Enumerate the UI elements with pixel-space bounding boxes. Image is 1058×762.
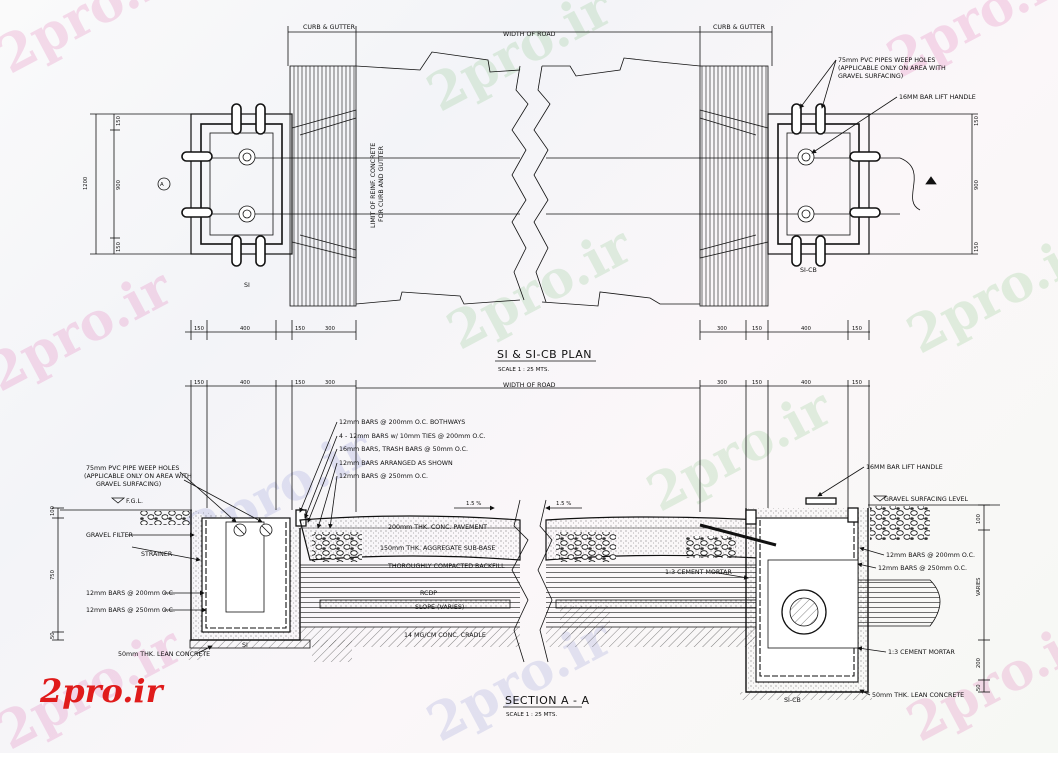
sec-dim-r-150a: 150: [752, 380, 762, 386]
sec-note-weep-2: (APPLICABLE ONLY ON AREA WITH: [84, 473, 192, 480]
sec-note-weep-3: GRAVEL SURFACING): [96, 481, 161, 488]
plan-dim-r300: 300: [717, 326, 727, 332]
sec-dim-right-200: 200: [976, 658, 982, 668]
sec-dim-left-750: 750: [50, 570, 56, 580]
sec-dim-r-300: 300: [717, 380, 727, 386]
sec-note-strainer: STRAINER: [141, 551, 173, 558]
plan-dim-r400: 400: [801, 326, 811, 332]
plan-dim-bottom: 150: [116, 242, 122, 252]
sec-dim-right-100: 100: [976, 514, 982, 524]
sec-note-lean-left: 50mm THK. LEAN CONCRETE: [118, 651, 210, 658]
sec-note-lift-handle: 16MM BAR LIFT HANDLE: [866, 464, 943, 471]
plan-dim-r150a: 150: [752, 326, 762, 332]
sec-note-fgl: F.G.L.: [126, 498, 143, 505]
site-logo: 2pro.ir: [40, 672, 163, 710]
plan-dim-inner-height: 900: [116, 180, 122, 190]
plan-pipe-note-1: 75mm PVC PIPES WEEP HOLES: [838, 57, 935, 64]
sec-note-weep-1: 75mm PVC PIPE WEEP HOLES: [86, 465, 179, 472]
plan-curb-left-label: CURB & GUTTER: [303, 24, 356, 31]
sec-note-l-bars-250: 12mm BARS @ 250mm O.C.: [86, 606, 175, 614]
sec-slope-right: 1.5 %: [556, 501, 571, 507]
plan-title: SI & SI-CB PLAN: [497, 348, 592, 361]
plan-dim-right-height: 900: [974, 180, 980, 190]
sec-note-l-bars-200: 12mm BARS @ 200mm O.C.: [86, 589, 175, 597]
sec-dim-top-150b: 150: [295, 380, 305, 386]
plan-pipe-note-3: GRAVEL SURFACING): [838, 73, 903, 80]
plan-limit-note-1: LIMIT OF REINF. CONCRETE: [370, 143, 377, 228]
sec-note-bars-bothways: 12mm BARS @ 200mm O.C. BOTHWAYS: [339, 418, 465, 426]
sec-note-rcdp: RCDP: [420, 590, 437, 597]
plan-scale: SCALE 1 : 25 MTS.: [498, 367, 549, 373]
sec-width-of-road-label: WIDTH OF ROAD: [503, 382, 556, 389]
sec-label-sicb: SI-CB: [784, 697, 801, 704]
sec-note-bars-250: 12mm BARS @ 250mm O.C.: [339, 472, 428, 480]
sec-dim-r-150b: 150: [852, 380, 862, 386]
sec-note-gravel-filter: GRAVEL FILTER: [86, 532, 134, 539]
plan-section-label-a: A: [160, 182, 164, 188]
plan-label-si: SI: [244, 282, 250, 289]
plan-lift-handle-note: 16MM BAR LIFT HANDLE: [899, 94, 976, 101]
sec-dim-left-100: 100: [50, 506, 56, 516]
plan-dim-r150b: 150: [852, 326, 862, 332]
sec-note-slope-varies: SLOPE (VARIES): [415, 604, 464, 611]
sec-note-trash-bars: 16mm BARS, TRASH BARS @ 50mm O.C.: [339, 445, 468, 453]
sec-note-gravel-level: GRAVEL SURFACING LEVEL: [884, 496, 969, 503]
section-scale: SCALE 1 : 25 MTS.: [506, 712, 557, 718]
sec-note-cradle: 14 MG/CM CONC. CRADLE: [404, 632, 486, 639]
sec-note-mortar-1: 1:3 CEMENT MORTAR: [665, 569, 732, 576]
sec-dim-left-50: 50: [50, 632, 56, 639]
sec-note-arranged: 12mm BARS ARRANGED AS SHOWN: [339, 460, 453, 467]
plan-dim-left-height: 1200: [83, 177, 89, 190]
sec-note-lean-right: 50mm THK. LEAN CONCRETE: [872, 692, 964, 699]
sec-note-subbase: 150mm THK. AGGREGATE SUB-BASE: [380, 545, 495, 552]
sec-note-mortar-2: 1:3 CEMENT MORTAR: [888, 649, 955, 656]
sec-note-pavement: 200mm THK. CONC. PAVEMENT: [388, 524, 487, 531]
sec-note-r-bars-250: 12mm BARS @ 250mm O.C.: [878, 564, 967, 572]
plan-limit-note-2: FOR CURB AND GUTTER: [378, 145, 385, 222]
sec-slope-left: 1.5 %: [466, 501, 481, 507]
plan-curb-right-label: CURB & GUTTER: [713, 24, 766, 31]
sec-dim-top-400: 400: [240, 380, 250, 386]
sec-dim-right-50: 50: [976, 684, 982, 691]
plan-pipe-note-2: (APPLICABLE ONLY ON AREA WITH: [838, 65, 946, 72]
plan-dim-b150a: 150: [194, 326, 204, 332]
sec-note-backfill: THOROUGHLY COMPACTED BACKFILL: [387, 563, 505, 570]
sec-label-si: SI: [242, 642, 248, 649]
sec-dim-varies: VARIES: [976, 578, 982, 596]
section-title: SECTION A - A: [505, 694, 589, 707]
sec-dim-top-300: 300: [325, 380, 335, 386]
sec-note-ties: 4 - 12mm BARS w/ 10mm TIES @ 200mm O.C.: [339, 432, 486, 440]
sec-note-r-bars-200: 12mm BARS @ 200mm O.C.: [886, 551, 975, 559]
plan-dim-b300: 300: [325, 326, 335, 332]
plan-dim-right-top: 150: [974, 116, 980, 126]
sec-dim-top-150a: 150: [194, 380, 204, 386]
plan-label-sicb: SI-CB: [800, 267, 817, 274]
plan-dim-b400: 400: [240, 326, 250, 332]
plan-width-of-road-label: WIDTH OF ROAD: [503, 31, 556, 38]
plan-dim-top: 150: [116, 116, 122, 126]
plan-dim-right-bottom: 150: [974, 242, 980, 252]
sec-dim-r-400: 400: [801, 380, 811, 386]
plan-dim-b150b: 150: [295, 326, 305, 332]
